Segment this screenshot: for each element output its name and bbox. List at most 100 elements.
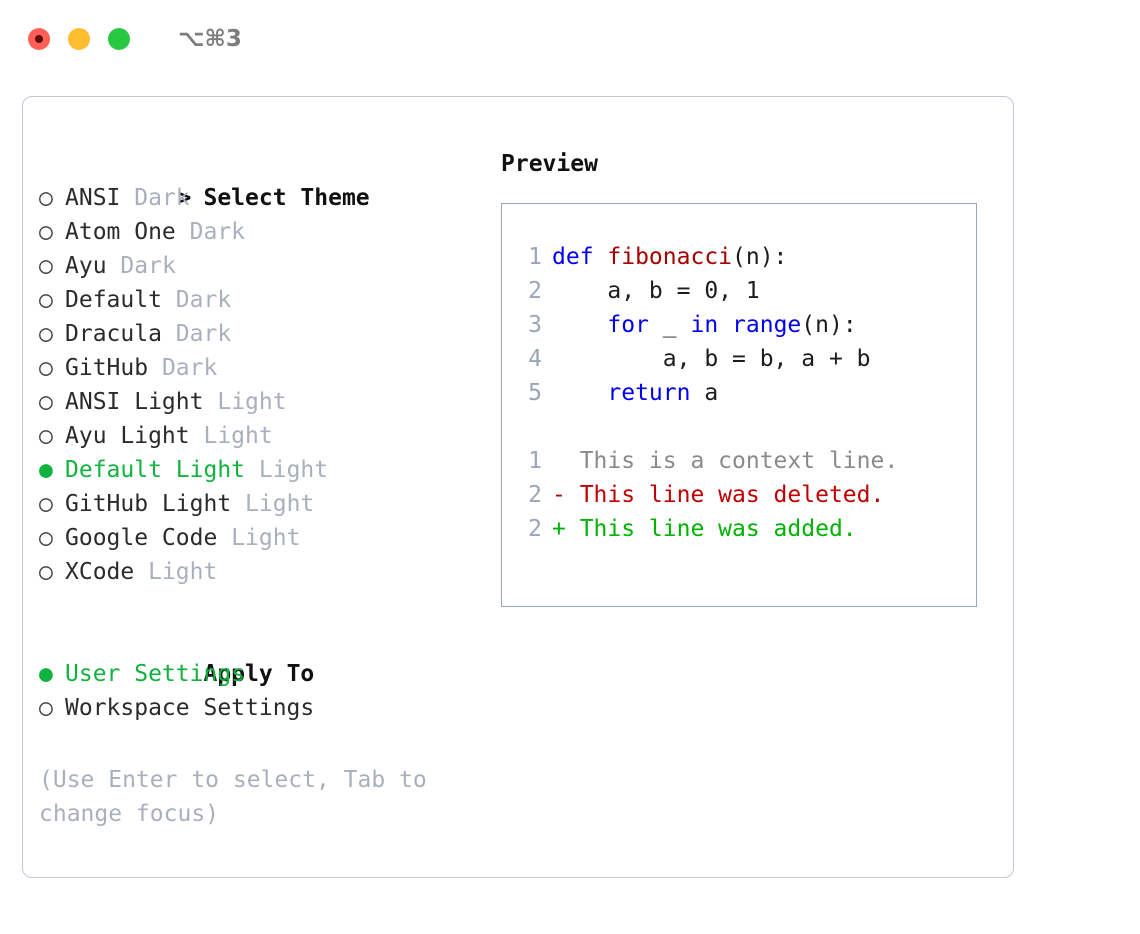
radio-unselected-icon: ○ xyxy=(39,185,53,211)
theme-option-default-light[interactable]: ●Default Light Light xyxy=(39,453,489,487)
theme-option-ayu-light[interactable]: ○ Ayu Light Light xyxy=(39,419,489,453)
code-token-plain: a xyxy=(690,380,719,406)
code-line: 5 return a xyxy=(516,376,976,410)
diff-line-text: + This line was added. xyxy=(552,516,857,542)
theme-option-xcode[interactable]: ○ XCode Light xyxy=(39,555,489,589)
theme-variant-tag: Dark xyxy=(175,321,232,347)
select-theme-header-label: Select Theme xyxy=(203,185,370,211)
theme-option-label: GitHub Light xyxy=(65,491,232,517)
theme-variant-tag: Dark xyxy=(161,355,218,381)
theme-variant-tag: Light xyxy=(203,423,273,449)
radio-unselected-icon: ○ xyxy=(39,219,53,245)
code-token-plain: a, b = 0, 1 xyxy=(552,278,760,304)
code-line: 3 for _ in range(n): xyxy=(516,308,976,342)
line-number: 4 xyxy=(528,346,542,372)
code-line: 4 a, b = b, a + b xyxy=(516,342,976,376)
theme-option-atom-one[interactable]: ○Atom One Dark xyxy=(39,215,489,249)
apply-to-option-workspace-settings[interactable]: ○ Workspace Settings xyxy=(39,691,489,725)
code-token-kw: in xyxy=(690,312,719,338)
code-token-plain: (n): xyxy=(801,312,857,338)
apply-to-option-label: Workspace Settings xyxy=(65,695,315,721)
apply-to-option-user-settings[interactable]: ● User Settings xyxy=(39,657,489,691)
line-number: 5 xyxy=(528,380,542,406)
code-token-plain xyxy=(718,312,732,338)
code-line: 2 a, b = 0, 1 xyxy=(516,274,976,308)
theme-option-label: Ayu xyxy=(65,253,107,279)
theme-option-ayu[interactable]: ○Ayu Dark xyxy=(39,249,489,283)
diff-line-added: 2 + This line was added. xyxy=(516,512,976,546)
theme-variant-tag: Dark xyxy=(175,287,232,313)
theme-variant-tag: Dark xyxy=(189,219,246,245)
theme-option-label: ANSI Light xyxy=(65,389,204,415)
theme-option-github[interactable]: ○ GitHub Dark xyxy=(39,351,489,385)
diff-sample: 1 This is a context line. 2 - This line wa… xyxy=(516,444,976,546)
radio-unselected-icon: ○ xyxy=(39,321,53,347)
diff-line-context: 1 This is a context line. xyxy=(516,444,976,478)
line-number: 2 xyxy=(528,278,542,304)
theme-variant-tag: Light xyxy=(217,389,287,415)
radio-unselected-icon: ○ xyxy=(39,491,53,517)
theme-selector-panel: >Select Theme ○ANSI Dark○Atom One Dark○A… xyxy=(22,96,1014,878)
list-spacer xyxy=(39,589,489,623)
apply-to-option-list: ● User Settings ○ Workspace Settings xyxy=(39,657,489,725)
code-token-kw: range xyxy=(732,312,802,338)
code-token-plain: a, b = b, a + b xyxy=(552,346,871,372)
theme-option-ansi-light[interactable]: ○ ANSI Light Light xyxy=(39,385,489,419)
theme-option-label: XCode xyxy=(65,559,135,585)
code-token-plain xyxy=(552,312,607,338)
apply-to-header-label: Apply To xyxy=(203,661,315,687)
line-number: 2 xyxy=(528,516,542,542)
line-number: 2 xyxy=(528,482,542,508)
line-number: 1 xyxy=(528,448,542,474)
theme-variant-tag: Light xyxy=(258,457,329,483)
apply-to-option-label: User Settings xyxy=(65,661,246,687)
radio-unselected-icon: ○ xyxy=(39,695,53,721)
theme-option-label: ANSI xyxy=(65,185,121,211)
theme-option-label: Default xyxy=(65,287,162,313)
code-token-fn: fibonacci xyxy=(607,244,733,270)
theme-option-label: Dracula xyxy=(65,321,162,347)
theme-option-label: GitHub xyxy=(65,355,149,381)
theme-variant-tag: Light xyxy=(231,525,301,551)
theme-variant-tag: Light xyxy=(148,559,218,585)
theme-option-github-light[interactable]: ○GitHub Light Light xyxy=(39,487,489,521)
minimize-button[interactable] xyxy=(68,28,90,50)
theme-option-ansi[interactable]: ○ ANSI Dark xyxy=(39,181,489,215)
theme-option-google-code[interactable]: ○ Google Code Light xyxy=(39,521,489,555)
theme-variant-tag: Dark xyxy=(134,185,190,211)
keyboard-shortcut-label: ⌥⌘3 xyxy=(178,26,242,52)
zoom-button[interactable] xyxy=(108,28,130,50)
select-theme-header: > Select Theme xyxy=(39,147,489,211)
theme-option-label: Google Code xyxy=(65,525,218,551)
theme-option-dracula[interactable]: ○ Dracula Dark xyxy=(39,317,489,351)
radio-selected-icon: ● xyxy=(39,661,53,687)
caret-icon: > xyxy=(177,185,192,211)
radio-unselected-icon: ○ xyxy=(39,525,53,551)
code-token-plain: (n): xyxy=(732,244,788,270)
apply-to-header: ○Apply To xyxy=(39,623,489,687)
diff-line-text: This is a context line. xyxy=(552,448,899,474)
theme-option-label: Default Light xyxy=(65,457,246,483)
theme-variant-tag: Dark xyxy=(120,253,176,279)
code-token-kw: return xyxy=(607,380,691,406)
theme-option-list: ○ANSI Dark○Atom One Dark○Ayu Dark○Defaul… xyxy=(39,181,489,589)
window-titlebar: ⌥⌘3 xyxy=(0,0,1140,78)
radio-unselected-icon: ○ xyxy=(39,423,53,449)
theme-option-label: Ayu Light xyxy=(65,423,190,449)
radio-unselected-icon: ○ xyxy=(39,355,53,381)
radio-unselected-icon: ○ xyxy=(39,559,53,585)
theme-list-column: >Select Theme ○ANSI Dark○Atom One Dark○A… xyxy=(39,147,489,725)
code-diff-spacer xyxy=(516,410,976,444)
line-number: 3 xyxy=(528,312,542,338)
diff-line-text: - This line was deleted. xyxy=(552,482,885,508)
radio-unselected-icon: ○ xyxy=(39,389,53,415)
keyboard-hint-text: (Use Enter to select, Tab to change focu… xyxy=(39,767,441,827)
close-button[interactable] xyxy=(28,28,50,50)
preview-title: Preview xyxy=(501,151,598,177)
theme-option-default[interactable]: ○Default Dark xyxy=(39,283,489,317)
